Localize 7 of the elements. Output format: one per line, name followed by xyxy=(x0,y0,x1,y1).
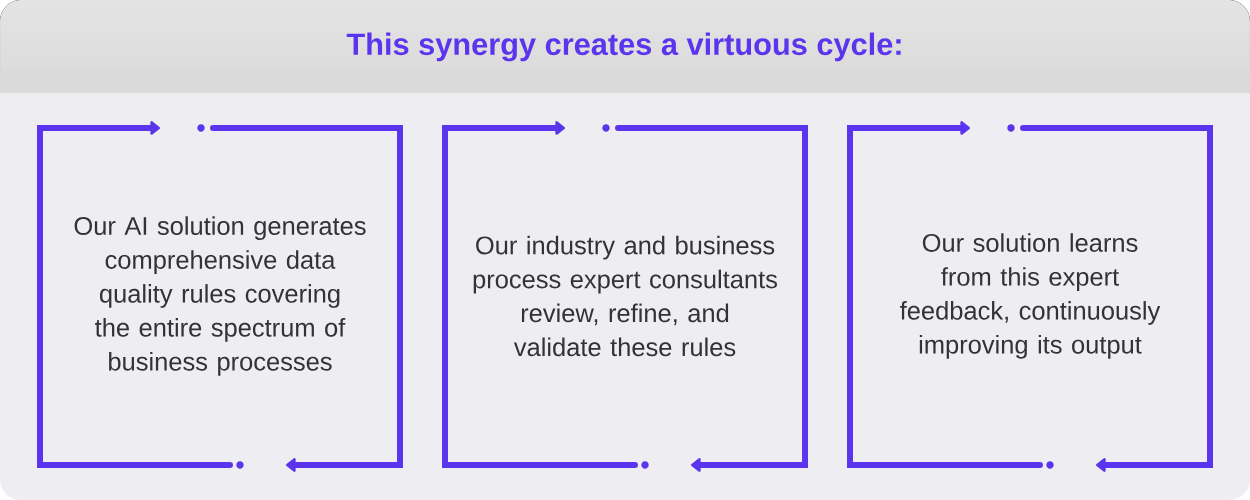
title: This synergy creates a virtuous cycle: xyxy=(346,32,901,62)
node-label: Our AI solution generates comprehensive data quality rules covering the entire spectrum of business processes xyxy=(74,216,366,376)
cycle-box: Our AI solution generates comprehensive data quality rules covering the entire spectrum of business processes xyxy=(37,121,403,472)
cycle-box: Our solution learns from this expert feedback, continuously improving its output xyxy=(847,121,1213,472)
node-label: Our solution learns from this expert feedback, continuously improving its output xyxy=(900,233,1161,359)
node-label: Our industry and business process expert consultants review, refine, and validate these rules xyxy=(473,235,777,357)
cycle-box: Our industry and business process expert consultants review, refine, and validate these rules xyxy=(442,121,808,472)
